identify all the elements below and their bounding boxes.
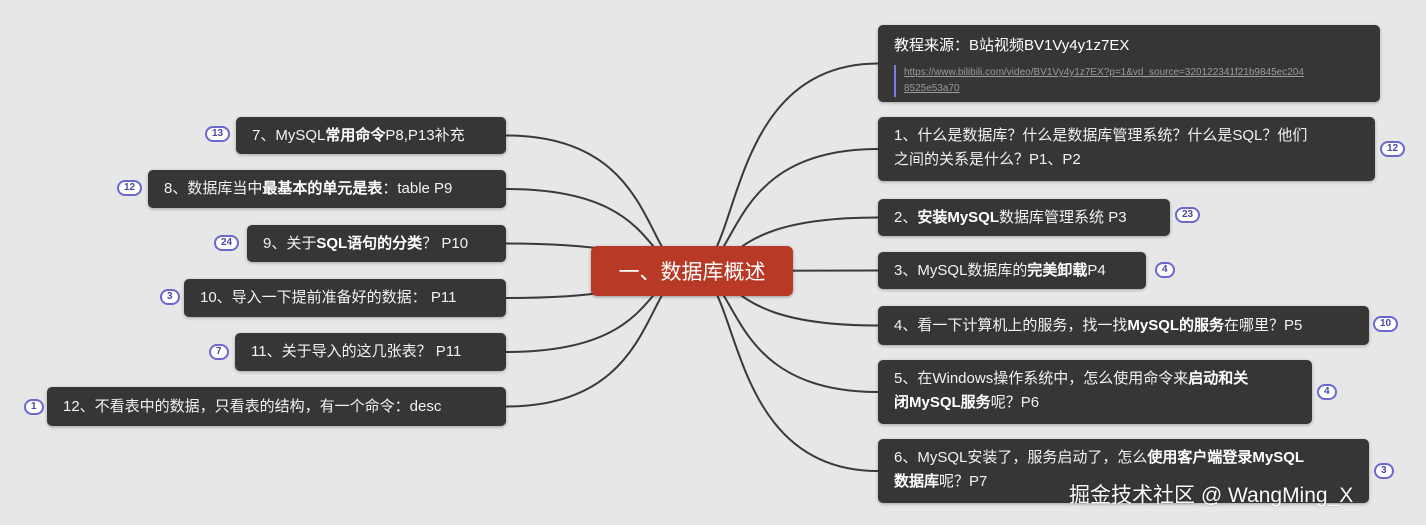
source-link-line2: 8525e53a70 — [904, 83, 960, 94]
text-segment-bold: 启动和关 — [1188, 370, 1249, 387]
text-segment: 8、数据库当中 — [164, 180, 263, 197]
count-badge[interactable]: 3 — [1374, 463, 1394, 479]
text-segment: 3、MySQL数据库的 — [894, 261, 1028, 279]
text-segment: ：table P9 — [382, 180, 453, 197]
text-segment: 2、 — [894, 208, 918, 226]
topic-text-line1: 6、MySQL安装了，服务启动了，怎么使用客户端登录MySQL — [894, 446, 1304, 470]
watermark: 掘金技术社区 @ WangMing_X — [1069, 484, 1354, 507]
text-segment: 之间的关系是什么？P1、P2 — [894, 151, 1081, 168]
text-segment-bold: 最基本的单元是表 — [262, 180, 383, 197]
topic-left-8[interactable]: 8、数据库当中最基本的单元是表：table P9 — [148, 170, 506, 208]
text-segment: 6、MySQL安装了，服务启动了，怎么 — [894, 449, 1148, 466]
count-badge[interactable]: 7 — [209, 344, 229, 360]
topic-left-10[interactable]: 10、导入一下提前准备好的数据： P11 — [184, 279, 506, 317]
text-segment: 呢？P7 — [939, 473, 988, 490]
text-segment: P8,P13补充 — [385, 126, 465, 144]
root-topic-label: 一、数据库概述 — [618, 261, 766, 284]
topic-text-line1: 1、什么是数据库？什么是数据库管理系统？什么是SQL？他们 — [894, 124, 1307, 148]
topic-text-line2: 之间的关系是什么？P1、P2 — [894, 148, 1081, 172]
topic-text-line2: 闭MySQL服务呢？P6 — [894, 391, 1039, 415]
count-badge[interactable]: 10 — [1373, 316, 1399, 332]
count-badge[interactable]: 13 — [205, 126, 231, 142]
text-segment: 11、关于导入的这几张表？ P11 — [251, 343, 462, 360]
topic-right-1[interactable]: 1、什么是数据库？什么是数据库管理系统？什么是SQL？他们 之间的关系是什么？P… — [878, 117, 1375, 181]
root-topic[interactable]: 一、数据库概述 — [591, 246, 793, 296]
text-segment-bold: 安装MySQL — [917, 208, 1000, 226]
text-segment-bold: 数据库 — [894, 473, 940, 490]
text-segment: 在哪里？P5 — [1224, 316, 1303, 334]
count-badge[interactable]: 23 — [1175, 207, 1201, 223]
text-segment: 4、看一下计算机上的服务，找一找 — [894, 316, 1128, 334]
topic-right-6[interactable]: 6、MySQL安装了，服务启动了，怎么使用客户端登录MySQL 数据库呢？P7 — [878, 439, 1369, 503]
count-badge[interactable]: 4 — [1317, 384, 1337, 400]
count-badge[interactable]: 24 — [214, 235, 240, 251]
text-segment-bold: MySQL的服务 — [1127, 316, 1225, 334]
topic-left-12[interactable]: 12、不看表中的数据，只看表的结构，有一个命令：desc — [47, 387, 506, 426]
source-title: 教程来源：B站视频BV1Vy4y1z7EX — [894, 37, 1130, 54]
text-segment: 10、导入一下提前准备好的数据： P11 — [200, 289, 457, 306]
source-link-line1: https://www.bilibili.com/video/BV1Vy4y1z… — [904, 67, 1304, 78]
text-segment-bold: 闭MySQL服务 — [894, 394, 991, 411]
text-segment-bold: 使用客户端登录MySQL — [1147, 449, 1305, 466]
count-badge[interactable]: 4 — [1155, 262, 1175, 278]
topic-right-5[interactable]: 5、在Windows操作系统中，怎么使用命令来启动和关 闭MySQL服务呢？P6 — [878, 360, 1312, 424]
source-link[interactable]: https://www.bilibili.com/video/BV1Vy4y1z… — [894, 65, 1304, 97]
count-badge[interactable]: 1 — [24, 399, 44, 415]
text-segment-bold: 常用命令 — [325, 126, 386, 144]
text-segment: ？ P10 — [422, 234, 469, 252]
count-badge[interactable]: 12 — [117, 180, 143, 196]
count-badge[interactable]: 3 — [160, 289, 180, 305]
text-segment: 5、在Windows操作系统中，怎么使用命令来 — [894, 370, 1189, 387]
count-badge[interactable]: 12 — [1380, 141, 1406, 157]
topic-left-11[interactable]: 11、关于导入的这几张表？ P11 — [235, 333, 506, 371]
text-segment: P4 — [1087, 261, 1106, 279]
topic-source[interactable]: 教程来源：B站视频BV1Vy4y1z7EX https://www.bilibi… — [878, 25, 1380, 102]
topic-text-line2: 数据库呢？P7 — [894, 470, 987, 494]
text-segment: 呢？P6 — [990, 394, 1040, 411]
topic-right-3[interactable]: 3、MySQL数据库的完美卸载 P4 — [878, 252, 1146, 289]
text-segment: 12、不看表中的数据，只看表的结构，有一个命令：desc — [63, 397, 442, 415]
topic-text-line1: 5、在Windows操作系统中，怎么使用命令来启动和关 — [894, 367, 1248, 391]
text-segment-bold: 完美卸载 — [1027, 261, 1088, 279]
text-segment: 7、MySQL — [252, 126, 326, 144]
text-segment: 数据库管理系统 P3 — [999, 208, 1127, 226]
text-segment: 1、什么是数据库？什么是数据库管理系统？什么是SQL？他们 — [894, 127, 1308, 144]
text-segment: 9、关于 — [263, 234, 317, 252]
text-segment-bold: SQL语句的分类 — [316, 234, 423, 252]
connector-line — [691, 62, 879, 272]
